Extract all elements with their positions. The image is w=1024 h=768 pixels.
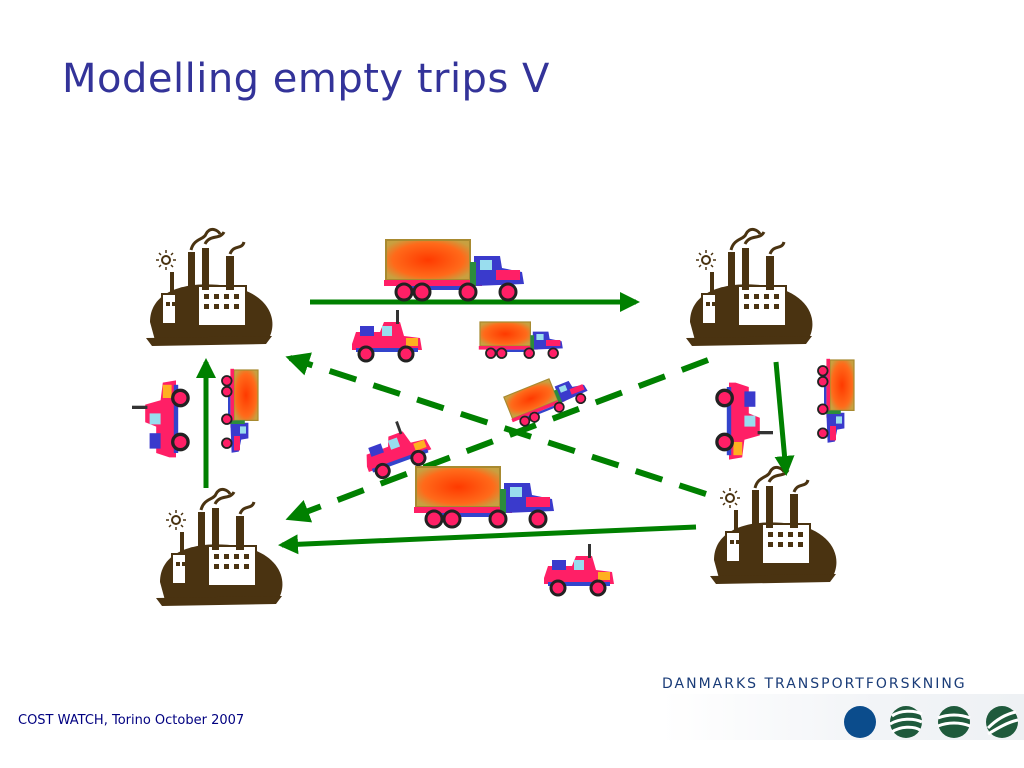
slide-title: Modelling empty trips V (62, 56, 550, 102)
loaded-truck-icon (817, 357, 855, 444)
loaded-truck-icon (412, 465, 556, 529)
tractor-unit-icon (715, 380, 775, 462)
logo-globe-icon (937, 706, 971, 738)
flow-arrow (773, 361, 795, 476)
flow-arrow (278, 524, 697, 555)
loaded-truck-icon (501, 366, 592, 431)
brand-name: DANMARKS TRANSPORTFORSKNING (662, 676, 967, 692)
logo-globe-icon (889, 706, 923, 738)
loaded-truck-icon (221, 367, 259, 454)
tractor-unit-icon (130, 378, 190, 460)
factory-icon (684, 227, 814, 348)
logo-circle-icon (844, 706, 876, 738)
factory-icon (144, 227, 274, 348)
tractor-unit-icon (542, 542, 616, 597)
empty-trip-arrow (285, 352, 707, 497)
empty-trip-arrow (285, 357, 710, 523)
loaded-truck-icon (382, 238, 526, 302)
logo-globe-icon (986, 706, 1019, 738)
tractor-unit-icon (350, 308, 424, 363)
factory-icon (154, 487, 284, 608)
loaded-truck-icon (477, 321, 564, 359)
footer-text: COST WATCH, Torino October 2007 (18, 713, 245, 728)
company-logo (844, 706, 1019, 738)
factory-icon (708, 465, 838, 586)
